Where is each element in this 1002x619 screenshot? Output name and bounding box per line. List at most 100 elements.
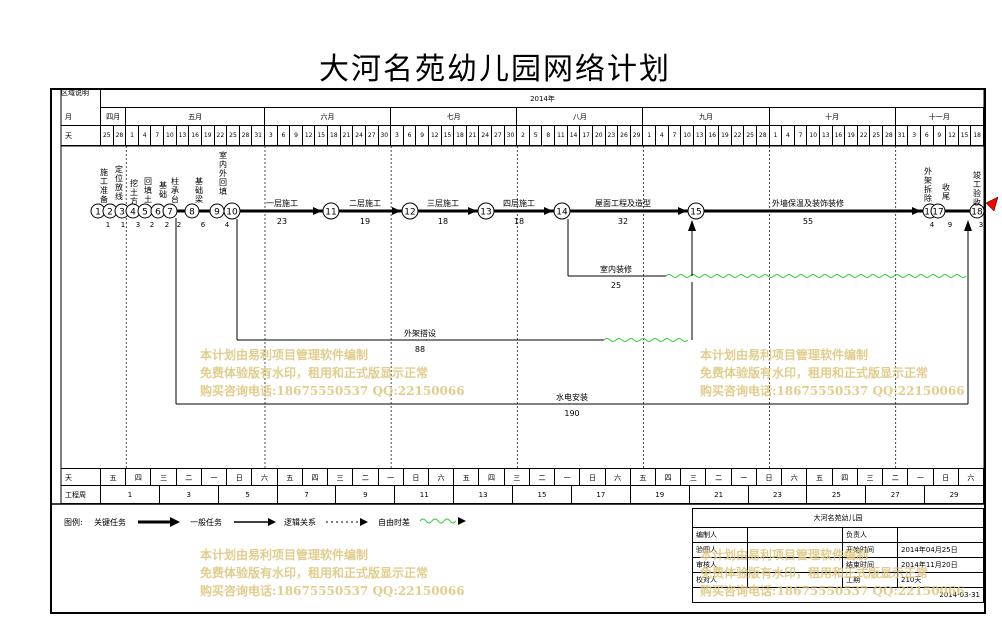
weekday-23: 三 (681, 468, 707, 486)
weekday-28: 五 (807, 468, 833, 486)
weekday-2: 三 (151, 468, 177, 486)
small-task-dur-4: 2 (165, 221, 169, 229)
weekday-33: 日 (933, 468, 959, 486)
critical-arrow-6 (912, 207, 921, 215)
critical-arrow-2 (392, 207, 401, 215)
day-32: 30 (504, 126, 518, 146)
watermark-4-line2: 免费体验版有水印，租用和正式版显示正常 (700, 566, 929, 580)
day-56: 10 (807, 126, 820, 146)
weekday-9: 三 (328, 468, 354, 486)
small-task-7-ch0: 室 (219, 150, 227, 160)
weekday-3: 二 (176, 468, 202, 486)
small-task-10-ch1: 工 (973, 180, 981, 189)
day-59: 19 (845, 126, 858, 146)
day-38: 17 (580, 126, 593, 146)
node-label-4: 4 (130, 208, 136, 218)
task-name-5: 外墙保温及装饰装修 (772, 198, 844, 208)
day-41: 26 (618, 126, 631, 146)
info-date: 2014-03-31 (692, 587, 984, 603)
branch-interior-float (665, 274, 967, 278)
day-35: 8 (542, 126, 556, 146)
weekday-7: 五 (277, 468, 303, 486)
node-label-18: 18 (971, 208, 983, 218)
task-name-4: 屋面工程及造型 (595, 198, 651, 208)
watermark-2: 本计划由易利项目管理软件编制 免费体验版有水印，租用和正式版显示正常 购买咨询电… (700, 346, 965, 400)
info-k1-0: 编制人 (692, 527, 748, 543)
week-4: 9 (336, 486, 396, 504)
day-30: 24 (479, 126, 493, 146)
small-task-dur-10: 3 (979, 221, 983, 229)
small-task-8-ch2: 拆 (924, 184, 932, 194)
day-42: 29 (630, 126, 644, 146)
small-task-7-ch1: 内 (219, 159, 227, 169)
weekday-15: 四 (479, 468, 505, 486)
small-task-6-ch1: 础 (195, 185, 203, 195)
node-label-14: 14 (556, 208, 568, 218)
task-name-2: 三层施工 (427, 198, 459, 208)
day-0: 25 (101, 126, 114, 146)
small-task-9-ch1: 尾 (942, 192, 950, 201)
watermark-2-line2: 免费体验版有水印，租用和正式版显示正常 (700, 366, 929, 380)
critical-arrow-5 (678, 207, 687, 215)
small-task-10-ch0: 竣 (973, 170, 981, 180)
node-11 (322, 202, 340, 220)
small-task-7-ch4: 填 (219, 186, 227, 196)
week-11: 23 (748, 486, 808, 504)
node-label-10: 10 (226, 208, 238, 218)
critical-arrow-1 (313, 207, 322, 215)
task-dur-6: 25 (611, 281, 621, 290)
watermark-4: 本计划由易利项目管理软件编制 免费体验版有水印，租用和正式版显示正常 购买咨询电… (700, 546, 965, 600)
task-dur-2: 18 (438, 217, 448, 226)
day-34: 5 (529, 126, 543, 146)
day-68: 15 (958, 126, 972, 146)
small-task-dur-0: 1 (106, 221, 110, 229)
end-flag-icon (985, 196, 999, 212)
small-task-6-ch2: 梁 (195, 195, 203, 204)
task-name-8: 水电安装 (556, 392, 588, 402)
weekday-17: 二 (529, 468, 556, 486)
task-name-7: 外架搭设 (404, 328, 436, 338)
day-48: 16 (706, 126, 720, 146)
small-task-5-ch1: 承 (171, 186, 179, 195)
node-label-6: 6 (155, 208, 161, 218)
month-2: 六月 (264, 108, 392, 126)
legend-float-icon (419, 517, 466, 525)
weekday-18: 一 (555, 468, 581, 486)
weekday-12: 日 (403, 468, 429, 486)
weekday-10: 二 (353, 468, 379, 486)
weekday-11: 一 (378, 468, 404, 486)
small-task-6-ch0: 基 (195, 176, 203, 186)
node-10 (223, 202, 241, 220)
week-0: 1 (101, 486, 160, 504)
month-4: 八月 (517, 108, 644, 126)
legend-normal: 一般任务 (190, 518, 222, 527)
weekday-19: 日 (580, 468, 606, 486)
day-61: 25 (870, 126, 884, 146)
day-9: 22 (214, 126, 228, 146)
watermark-4-line1: 本计划由易利项目管理软件编制 (700, 548, 869, 562)
year-label: 2014年 (101, 90, 984, 108)
day-23: 3 (391, 126, 404, 146)
day-66: 9 (933, 126, 947, 146)
gantt-frame (50, 88, 986, 614)
watermark-3-line1: 本计划由易利项目管理软件编制 (200, 548, 369, 562)
node-label-15: 15 (690, 208, 701, 218)
page-title: 大河名苑幼儿园网络计划 (319, 52, 671, 87)
info-table: 大河名苑幼儿园 编制人 负责人 验图人 开始时间 2014年04月25日 审核人… (692, 508, 984, 603)
day-64: 3 (908, 126, 921, 146)
day-36: 11 (555, 126, 568, 146)
small-task-7-ch3: 回 (219, 178, 227, 187)
task-dur-5: 55 (803, 217, 813, 226)
day-65: 6 (920, 126, 934, 146)
small-task-1-ch0: 定 (115, 164, 123, 174)
small-task-1-ch2: 放 (115, 182, 123, 192)
small-task-9-ch0: 收 (942, 182, 950, 192)
day-8: 19 (201, 126, 215, 146)
info-v1-0 (747, 527, 843, 543)
weekday-30: 三 (857, 468, 884, 486)
weekday-27: 六 (782, 468, 808, 486)
weekday-1: 四 (126, 468, 152, 486)
day-26: 12 (428, 126, 442, 146)
watermark-2-line1: 本计划由易利项目管理软件编制 (700, 348, 869, 362)
